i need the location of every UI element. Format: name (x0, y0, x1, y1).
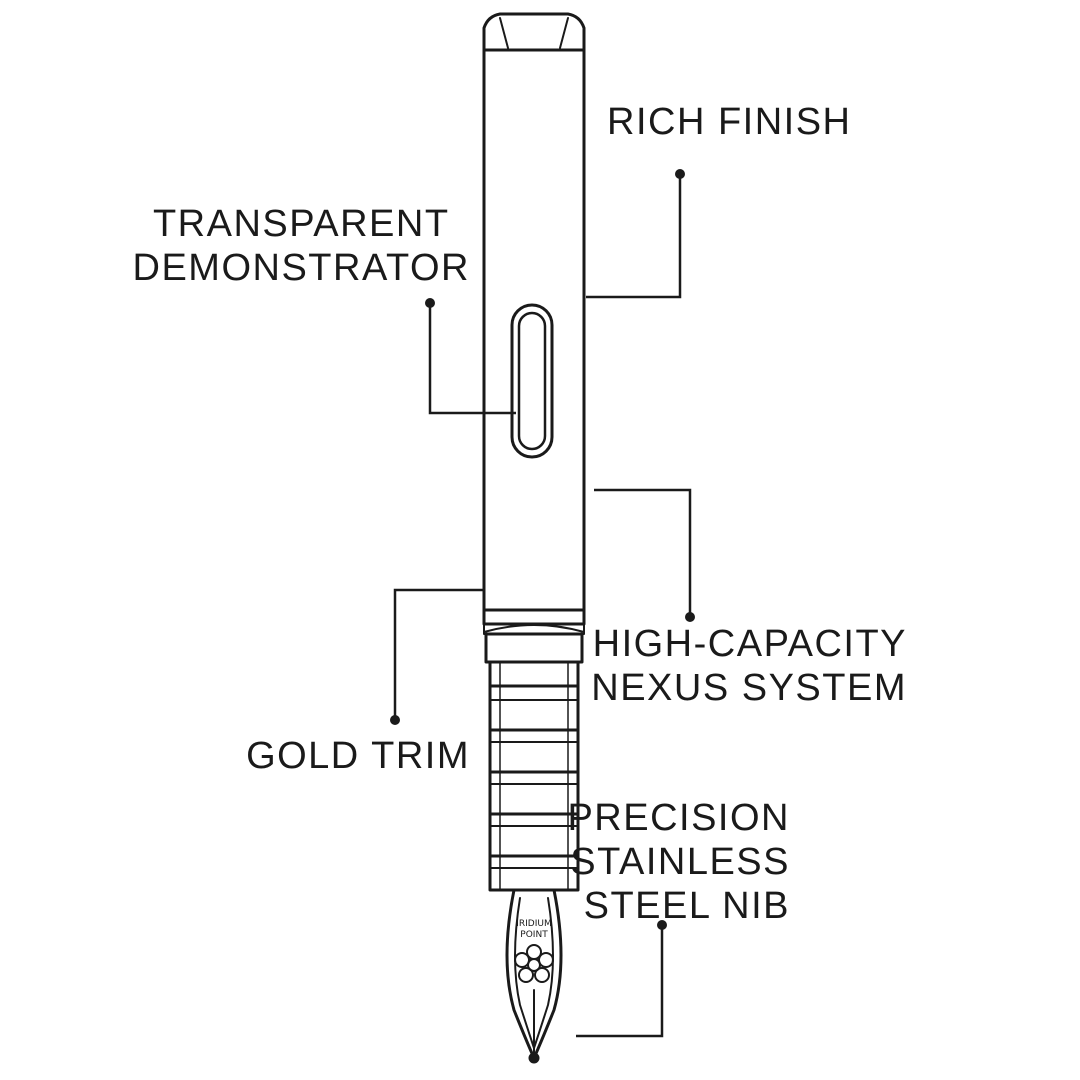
label-nexus-line1: HIGH-CAPACITY (592, 623, 907, 665)
leader-nexus-system (594, 488, 692, 617)
nib-engraving-line2: POINT (520, 930, 548, 940)
leader-dot-nexus-system (685, 612, 695, 622)
label-nexus-line2: NEXUS SYSTEM (591, 667, 907, 709)
leader-dot-gold-trim (390, 715, 400, 725)
nib-flower-engraving (514, 944, 554, 983)
label-transparent-demonstrator-line1: TRANSPARENT (152, 203, 450, 245)
label-gold-trim: GOLD TRIM (246, 734, 470, 778)
pen-barrel (482, 48, 586, 612)
barrel-end-cap (482, 12, 586, 52)
leader-dot-nib (657, 920, 667, 930)
leader-rich-finish (586, 174, 682, 299)
label-nib-line2: STAINLESS (570, 841, 790, 883)
label-gold-trim-line1: GOLD TRIM (246, 735, 470, 777)
leader-transparent-demonstrator (428, 303, 516, 415)
label-nib-line3: STEEL NIB (583, 885, 790, 927)
grip-section (488, 660, 580, 892)
leader-gold-trim (393, 588, 484, 720)
demonstrator-window (510, 303, 554, 459)
section-collar (484, 632, 584, 664)
label-transparent-demonstrator-line2: DEMONSTRATOR (132, 247, 470, 289)
label-rich-finish-line1: RICH FINISH (607, 101, 852, 143)
leader-dot-rich-finish (675, 169, 685, 179)
label-high-capacity-nexus: HIGH-CAPACITY NEXUS SYSTEM (591, 622, 907, 710)
leader-nib (576, 925, 664, 1038)
label-nib-line1: PRECISION (567, 797, 790, 839)
steel-nib (505, 888, 563, 1064)
gold-trim-ring (482, 608, 586, 635)
label-transparent-demonstrator: TRANSPARENT DEMONSTRATOR (133, 202, 471, 290)
label-precision-nib: PRECISION STAINLESS STEEL NIB (567, 796, 790, 928)
label-rich-finish: RICH FINISH (607, 100, 852, 144)
nib-engraving-line1: IRIDIUM (516, 919, 552, 929)
leader-dot-transparent-demonstrator (425, 298, 435, 308)
